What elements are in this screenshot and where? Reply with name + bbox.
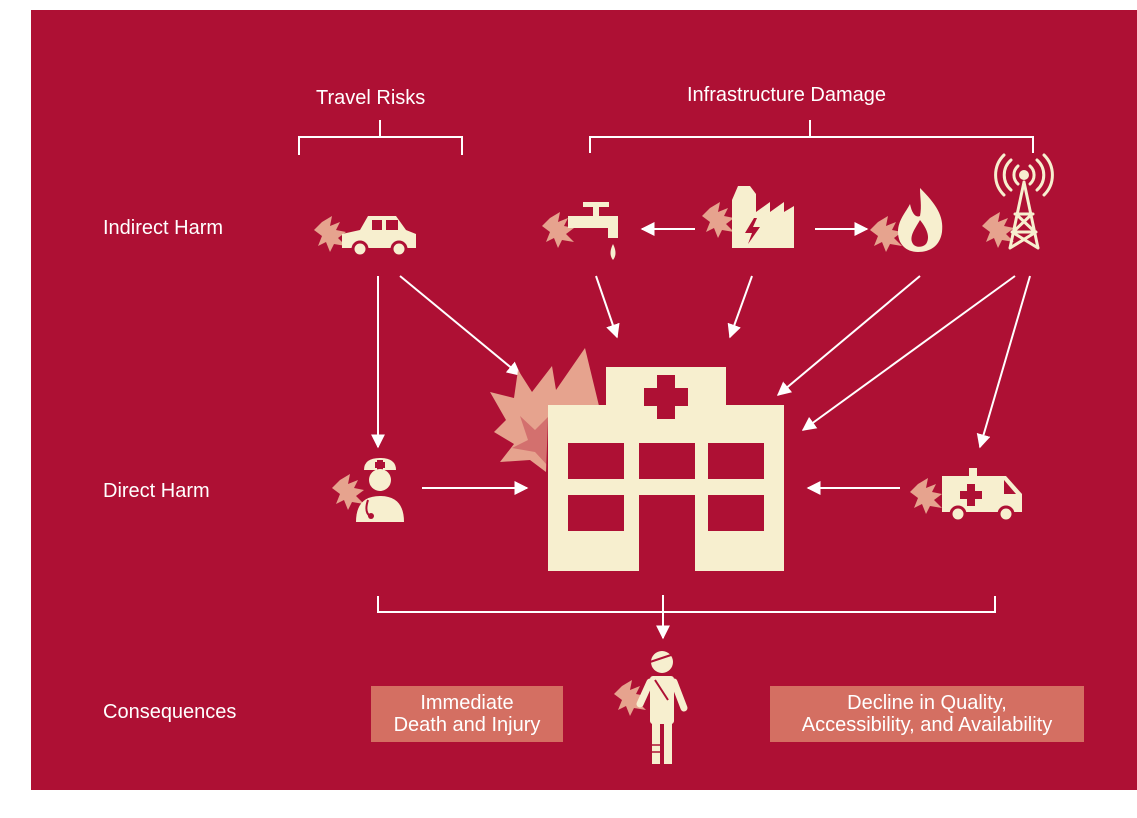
hospital-icon: [490, 348, 784, 571]
ambulance-icon: [910, 468, 1022, 523]
arrow-tower-to-ambulance: [976, 275, 1031, 449]
travel-risks-bracket: [298, 120, 463, 155]
decline-line1: Decline in Quality,: [847, 692, 1007, 714]
immediate-death-injury-box: Immediate Death and Injury: [371, 686, 563, 742]
infrastructure-damage-label: Infrastructure Damage: [687, 84, 886, 106]
decline-quality-box: Decline in Quality, Accessibility, and A…: [770, 686, 1084, 742]
indirect-harm-label: Indirect Harm: [103, 217, 224, 239]
arrow-power-to-hospital: [727, 275, 753, 339]
gas-flame-icon: [870, 188, 943, 252]
immediate-line2: Death and Injury: [393, 714, 541, 736]
health-worker-icon: [332, 458, 404, 522]
injured-person-icon: [614, 651, 688, 764]
decline-line2: Accessibility, and Availability: [801, 714, 1053, 736]
immediate-line1: Immediate: [420, 692, 514, 714]
water-tap-icon: [542, 202, 618, 260]
travel-risks-label: Travel Risks: [316, 87, 426, 109]
car-icon: [314, 216, 416, 258]
arrow-car-to-hospital: [399, 275, 522, 376]
arrow-gas-to-hospital: [776, 275, 921, 396]
consequences-bracket: [377, 596, 996, 613]
consequences-label: Consequences: [103, 701, 237, 723]
power-plant-icon: [702, 186, 794, 248]
direct-harm-label: Direct Harm: [103, 480, 210, 502]
arrow-water-to-hospital: [595, 275, 620, 339]
arrow-tower-to-hospital: [801, 275, 1016, 431]
infrastructure-bracket: [589, 120, 1034, 153]
radio-tower-icon: [982, 153, 1054, 250]
